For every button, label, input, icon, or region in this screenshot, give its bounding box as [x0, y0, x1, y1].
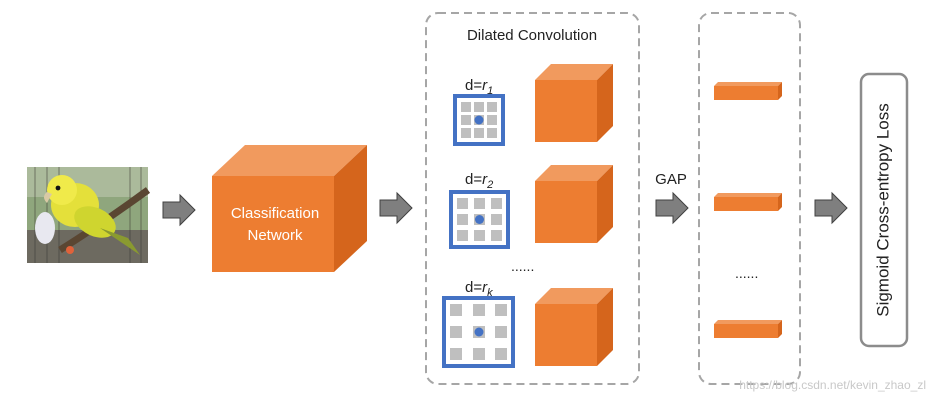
input-image	[27, 167, 151, 263]
arrow-right-icon	[814, 191, 848, 225]
dilated-convolution-group	[425, 12, 640, 385]
dilated-kernel-r1	[453, 94, 505, 146]
feature-map-cube-2	[535, 165, 613, 243]
dilated-convolution-title: Dilated Convolution	[467, 27, 597, 44]
arrow-right-icon	[655, 191, 689, 225]
dilated-kernel-r2	[449, 190, 510, 249]
dilated-kernel-rk	[442, 296, 515, 368]
gap-vectors-group	[698, 12, 801, 385]
gap-vector-1	[714, 82, 782, 100]
classification-label-line1: Classification	[231, 205, 319, 222]
gap-vector-2	[714, 193, 782, 211]
classification-label-line2: Network	[247, 227, 303, 244]
gap-label: GAP	[655, 171, 687, 188]
loss-box	[859, 72, 909, 348]
kernel-label-r1: d=r1	[465, 77, 493, 97]
loss-label: Sigmoid Cross-entropy Loss	[873, 103, 892, 317]
arrow-right-icon	[379, 191, 413, 225]
gap-vector-k	[714, 320, 782, 338]
feature-map-cube-1	[535, 64, 613, 142]
dilated-ellipsis: ......	[511, 258, 534, 274]
feature-map-cube-k	[535, 288, 613, 366]
watermark: https://blog.csdn.net/kevin_zhao_zl	[739, 378, 926, 392]
classification-network-cube: Classification Network	[212, 145, 367, 272]
gap-ellipsis: ......	[735, 265, 758, 281]
kernel-label-rk: d=rk	[465, 279, 493, 299]
kernel-label-r2: d=r2	[465, 171, 493, 191]
arrow-right-icon	[162, 193, 196, 227]
